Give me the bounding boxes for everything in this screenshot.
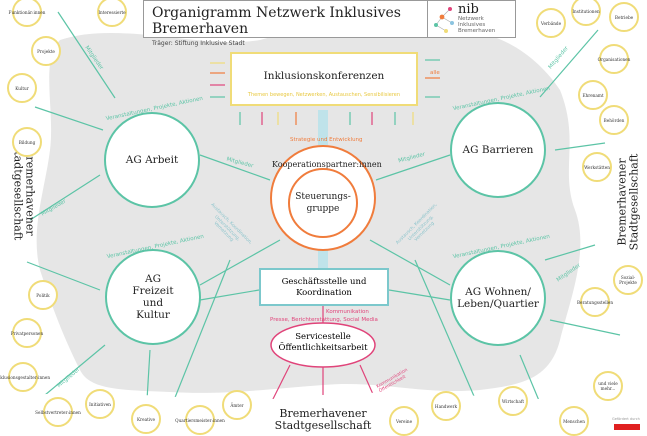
member-circle: Vereine xyxy=(389,406,419,436)
page-subtitle: Träger: Stiftung Inklusive Stadt xyxy=(152,40,245,47)
ag-name: AG Freizeit und Kultur xyxy=(132,273,174,321)
member-circle: Sozial-Projekte xyxy=(613,265,643,295)
stadt-line: Stadtgesellschaft xyxy=(11,143,25,241)
ag-name: AG Wohnen/ Leben/Quartier xyxy=(457,286,539,310)
presse-label: Presse, Berichterstattung, Social Media xyxy=(270,317,378,323)
header-box: Organigramm Netzwerk Inklusives Bremerha… xyxy=(143,0,428,47)
logo-sub: Bremerhaven xyxy=(458,28,496,34)
member-circle: Selbstvertreter:innen xyxy=(35,397,81,427)
member-circle: Ehrenamt xyxy=(578,80,608,110)
ag-arbeit[interactable]: AG Arbeit xyxy=(104,112,200,208)
connector-up xyxy=(318,110,328,145)
member-circle: Privatpersonen xyxy=(11,318,43,348)
steuerung-line2: gruppe xyxy=(306,204,340,215)
kommunikation-label: Kommunikation xyxy=(326,309,369,315)
member-circle: Institutionen xyxy=(571,0,601,26)
steuerungsgruppe-circle[interactable]: Steuerungs-gruppe xyxy=(288,168,358,239)
inklusionskonferenzen-box[interactable]: Inklusionskonferenzen Themen bewegen, Ne… xyxy=(230,52,418,106)
konferenz-subtitle: Themen bewegen, Netzwerken, Austauschen,… xyxy=(247,92,401,98)
member-circle: Menschen xyxy=(559,406,589,436)
kooperation-circle[interactable]: Kooperationspartner:innen Steuerungs-gru… xyxy=(270,145,382,251)
konferenz-arrows xyxy=(210,59,440,125)
ag-name: AG Barrieren xyxy=(462,144,534,156)
nib-logo: nib Netzwerk Inklusives Bremerhaven xyxy=(428,0,516,38)
logo-sub: Netzwerk Inklusives xyxy=(458,16,486,28)
member-circle: Bildung xyxy=(12,127,42,157)
member-circle: Werkstätten xyxy=(582,152,612,182)
logo-text: nib xyxy=(458,2,479,17)
member-circle: Beratungsstellen xyxy=(577,287,613,317)
service-line2: Öffentlichkeitsarbeit xyxy=(278,343,368,353)
member-circle: Organisationen xyxy=(598,44,630,74)
stadt-line: Stadtgesellschaft xyxy=(627,153,641,251)
servicestelle[interactable]: Servicestelle Öffentlichkeitsarbeit xyxy=(271,332,375,354)
ag-freizeit-kultur[interactable]: AG Freizeit und Kultur xyxy=(105,249,201,345)
ag-name: AG Arbeit xyxy=(125,154,179,166)
member-circle: und viele mehr... xyxy=(593,371,623,401)
sponsor-label: Gefördert durch xyxy=(612,417,640,421)
geschaeft-line1: Geschäftsstelle und xyxy=(281,277,367,287)
member-circle: Inklusionsgestalter:innen xyxy=(0,362,50,392)
servicestelle-ellipse xyxy=(270,322,376,368)
member-circle: Politik xyxy=(28,280,58,310)
steuerung-line1: Steuerungs- xyxy=(295,192,351,203)
member-circle: Quartiersmeister:innen xyxy=(175,405,225,435)
member-circle: Handwerk xyxy=(431,391,461,421)
connector-down xyxy=(318,250,328,270)
member-circle: Projekte xyxy=(31,36,61,66)
member-arrows xyxy=(26,11,621,416)
sponsor-logo xyxy=(614,424,640,430)
member-circle: Ämter xyxy=(222,390,252,420)
member-circle: Initiativen xyxy=(85,389,115,419)
alle-label: alle xyxy=(430,70,440,76)
member-circle: Funktionär:innen xyxy=(9,0,45,27)
ag-wohnen[interactable]: AG Wohnen/ Leben/Quartier xyxy=(450,250,546,346)
konferenz-title: Inklusionskonferenzen xyxy=(263,70,385,82)
member-circle: Wirtschaft xyxy=(498,386,528,416)
network-logo-icon xyxy=(434,7,454,33)
member-circle: Kreative xyxy=(131,404,161,434)
kooperation-label: Kooperationspartner:innen xyxy=(272,160,382,169)
stadt-line: Bremerhavener xyxy=(279,407,367,420)
service-line1: Servicestelle xyxy=(295,332,351,342)
member-circle: Kultur xyxy=(7,73,37,103)
strategie-label: Strategie und Entwicklung xyxy=(290,137,363,143)
stadt-line: Bremerhavener xyxy=(23,148,37,236)
ag-barrieren[interactable]: AG Barrieren xyxy=(450,102,546,198)
stadt-line: Stadtgesellschaft xyxy=(274,419,372,432)
geschaeftsstelle-box[interactable]: Geschäftsstelle und Koordination xyxy=(259,268,389,306)
page-title: Organigramm Netzwerk Inklusives Bremerha… xyxy=(152,5,401,37)
member-circle: Betriebe xyxy=(609,2,639,32)
member-circle: Behörden xyxy=(599,105,629,135)
geschaeft-line2: Koordination xyxy=(296,288,352,298)
member-circle: Interessierte xyxy=(97,0,127,27)
member-circle: Verbände xyxy=(536,8,566,38)
